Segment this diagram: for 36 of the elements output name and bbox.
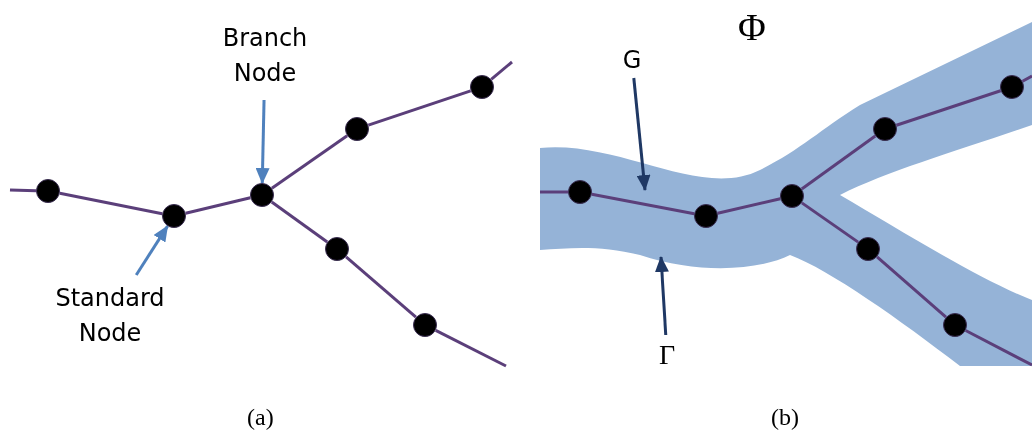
graph-edge [876,255,947,319]
node-label: Branch Node [210,12,320,100]
graph-edge [271,134,348,190]
graph-edge [59,191,163,216]
graph-edge [270,200,329,244]
graph-node-dot [250,183,274,207]
graph-edge [185,196,251,215]
node-label: G [615,42,649,78]
panel-caption: (a) [247,405,274,429]
panel-caption: (b) [771,405,799,429]
graph-node-dot [325,237,349,261]
graph-edge [540,190,568,194]
graph-node-dot [162,204,186,228]
graph-edge [964,329,1032,367]
graph-edge [9,188,37,193]
pointer-arrow [632,77,651,191]
graph-node-dot [36,179,60,203]
graph-node-dot [413,313,437,337]
symbol-label: Φ [738,8,766,46]
graph-edge [1021,74,1032,83]
graph-edge [717,197,781,215]
graph-edge [800,134,877,191]
node-label: Γ [650,335,684,375]
graph-edge [490,60,513,81]
pointer-arrow [654,256,669,336]
pointer-arrow [134,225,169,276]
graph-node-dot [345,117,369,141]
graph-edge [895,89,1002,127]
graph-edge [367,89,472,127]
graph-edge [591,192,695,216]
graph-edge [345,255,417,319]
graph-node-dot [470,75,494,99]
pointer-arrow [255,99,270,184]
graph-edge [435,329,507,368]
graph-edge [801,201,859,244]
node-label: Standard Node [25,275,195,357]
